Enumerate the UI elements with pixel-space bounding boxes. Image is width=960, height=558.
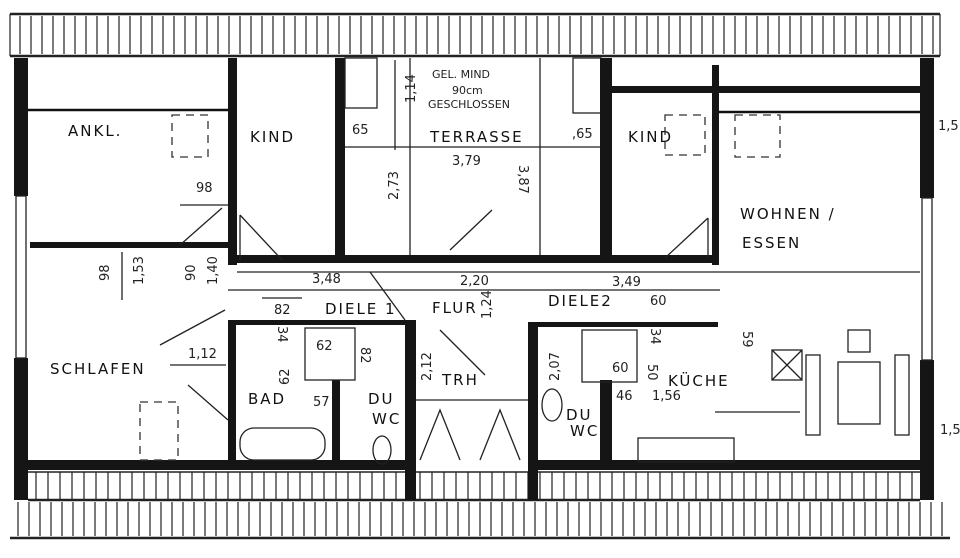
dim-62-left: 62 [278,368,293,385]
dim-62-box: 62 [316,339,333,354]
dimension-lines [121,60,800,413]
dim-98-left: 98 [98,264,113,281]
dim-1-12: 1,12 [188,347,217,362]
room-label-kind-1: KIND [250,128,295,146]
dim-2-73: 2,73 [387,171,402,200]
dim-65-left: 65 [352,123,369,138]
dim-82-top: 82 [274,303,291,318]
dim-65-right: ,65 [572,127,593,142]
room-label-flur: FLUR [432,299,478,317]
dim-1-14: 1,14 [404,74,419,103]
room-label-diele-2: DIELE2 [548,292,613,310]
room-label-kind-2: KIND [628,128,673,146]
terrace-note-line3: GESCHLOSSEN [428,98,510,111]
terrace-note-line1: GEL. MIND [432,68,490,81]
room-label-wc-2: WC [570,422,599,440]
dim-34-left: 34 [274,326,289,343]
dim-60-box: 60 [612,361,629,376]
room-label-schlafen: SCHLAFEN [50,360,146,378]
dim-90: 90 [184,264,199,281]
dim-2-12: 2,12 [420,352,435,381]
dim-57: 57 [313,395,330,410]
room-label-terrasse: TERRASSE [429,128,524,146]
dim-2-20: 2,20 [460,274,489,289]
dim-1-53: 1,53 [132,256,147,285]
dim-3-87: 3,87 [515,165,530,194]
roof-hatching [9,12,950,540]
room-label-du-1: DU [368,390,395,408]
dim-1-5-bottom: 1,5 [940,423,960,438]
dim-2-07: 2,07 [548,352,563,381]
dim-59: 59 [739,331,754,348]
dim-3-49: 3,49 [612,275,641,290]
room-label-wc-1: WC [372,410,401,428]
dim-1-24: 1,24 [480,290,495,319]
room-label-essen: ESSEN [742,234,801,252]
room-label-treppenhaus: TRH [441,371,479,389]
dim-3-48: 3,48 [312,272,341,287]
dim-1-56: 1,56 [652,389,681,404]
room-label-diele-1: DIELE 1 [325,300,397,318]
room-label-wohnen: WOHNEN / [740,205,836,223]
dim-50: 50 [644,364,659,381]
room-label-ankleide: ANKL. [68,122,122,140]
room-label-kueche: KÜCHE [668,371,730,390]
dim-1-40: 1,40 [206,256,221,285]
dim-34-right: 34 [647,328,662,345]
dim-98-top: 98 [196,181,213,196]
terrace-note-line2: 90cm [452,84,483,97]
dim-3-79: 3,79 [452,154,481,169]
dim-46: 46 [616,389,633,404]
room-label-du-2: DU [566,406,593,424]
dim-82-right: 82 [357,347,372,364]
walls [14,57,934,500]
room-label-bad: BAD [248,390,286,408]
dim-1-5-top: 1,5 [938,119,959,134]
dim-60-top: 60 [650,294,667,309]
